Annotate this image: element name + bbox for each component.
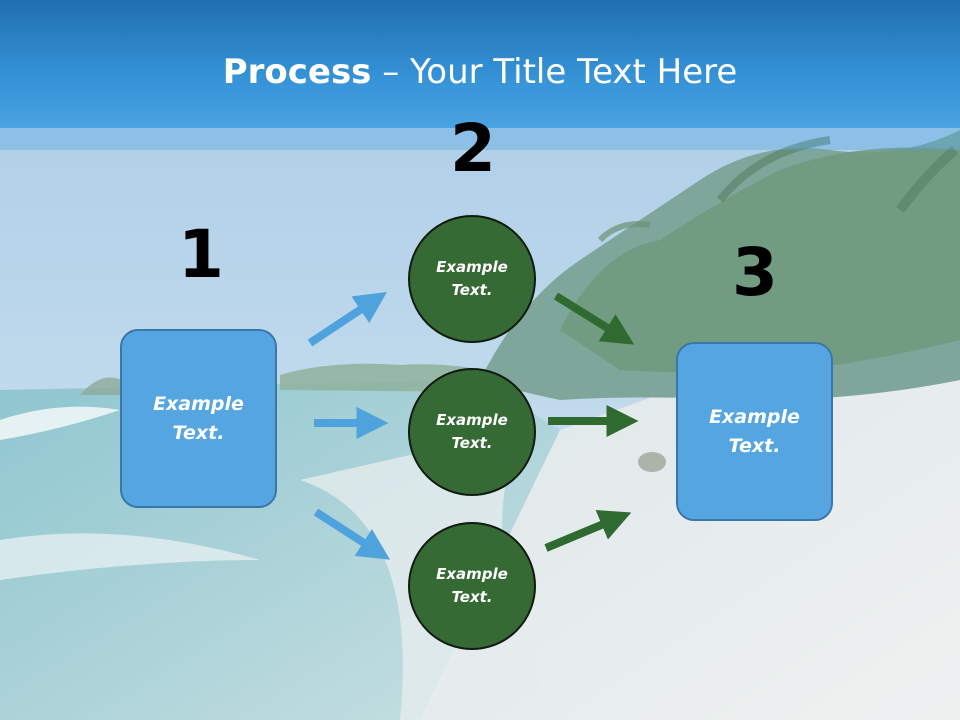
- title-rest: – Your Title Text Here: [371, 52, 738, 92]
- step-1-text-line1: Example: [153, 392, 244, 415]
- step-number-2: 2: [450, 110, 496, 187]
- circle-bottom-line2: Text.: [451, 588, 493, 606]
- step-1-box: Example Text.: [120, 329, 277, 508]
- step-2-circle-top: Example Text.: [408, 215, 536, 343]
- title-bold: Process: [222, 52, 372, 92]
- circle-bottom-line1: Example: [436, 565, 508, 583]
- circle-middle-line2: Text.: [451, 434, 493, 452]
- circle-top-line2: Text.: [451, 281, 493, 299]
- step-3-box: Example Text.: [676, 342, 833, 521]
- step-1-text-line2: Text.: [172, 421, 225, 444]
- step-2-circle-middle: Example Text.: [408, 368, 536, 496]
- slide-title: Process – Your Title Text Here: [0, 52, 960, 92]
- step-3-text-line1: Example: [709, 405, 800, 428]
- step-number-1: 1: [178, 216, 224, 293]
- step-2-circle-bottom: Example Text.: [408, 522, 536, 650]
- arrow-bottom-to-3: [544, 510, 632, 552]
- circle-top-line1: Example: [436, 258, 508, 276]
- arrow-top-to-3: [553, 292, 635, 345]
- arrow-1-to-top: [307, 292, 388, 347]
- step-3-text-line2: Text.: [728, 434, 781, 457]
- circle-middle-line1: Example: [436, 411, 508, 429]
- arrow-1-to-bottom: [313, 508, 391, 560]
- step-number-3: 3: [732, 234, 778, 311]
